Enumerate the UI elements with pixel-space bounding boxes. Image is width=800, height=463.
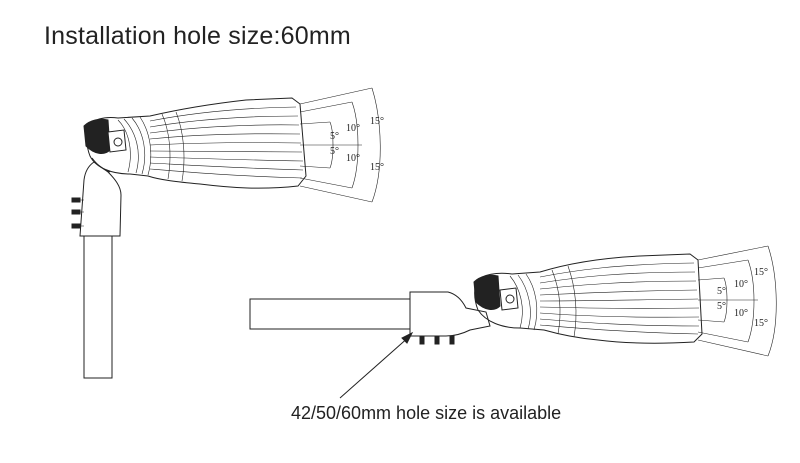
angle-label: 5° [330,146,339,157]
lamp-head-vertical [83,97,307,189]
beam-angle-diagram-horizontal: 15° 10° 5° 5° 10° 15° [697,245,777,357]
angle-label: 5° [717,301,726,312]
lamp-head-horizontal [473,253,703,344]
callout-arrow [339,331,414,399]
vertical-pole-mount [71,161,122,379]
angle-label: 5° [330,131,339,142]
angle-label: 15° [370,162,384,173]
angle-label: 10° [346,153,360,164]
horizontal-arm-mount [249,291,491,345]
beam-angle-diagram-vertical: 15° 10° 5° 5° 10° 15° [299,87,384,203]
page-title: Installation hole size:60mm [44,22,351,50]
angle-label: 15° [754,318,768,329]
angle-label: 5° [717,286,726,297]
angle-label: 15° [370,116,384,127]
angle-label: 15° [754,267,768,278]
hole-size-caption: 42/50/60mm hole size is available [291,403,562,423]
angle-label: 10° [734,279,748,290]
angle-label: 10° [346,123,360,134]
angle-label: 10° [734,308,748,319]
